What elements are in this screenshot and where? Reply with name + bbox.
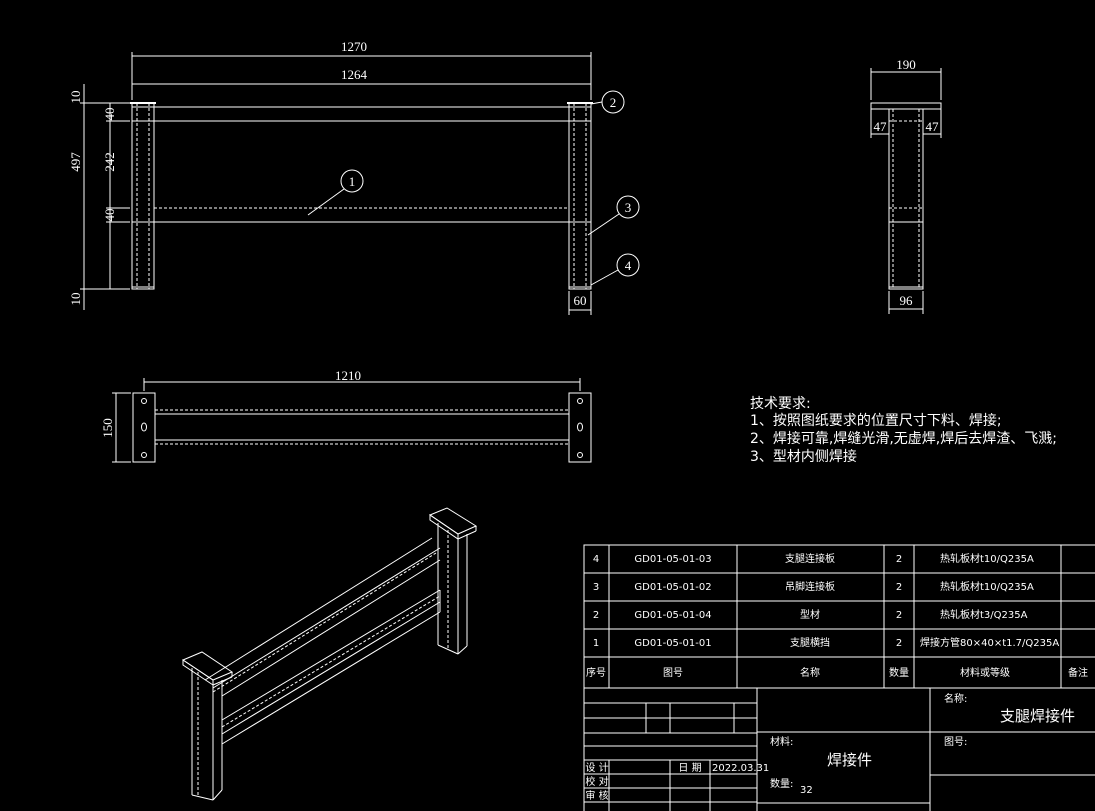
name-label: 名称:	[944, 692, 967, 705]
tech-item-1: 1、按照图纸要求的位置尺寸下料、焊接;	[750, 412, 1002, 429]
drawing-no-label: 图号:	[944, 736, 967, 748]
svg-text:图号: 图号	[663, 667, 683, 679]
design-label: 设 计	[585, 761, 608, 774]
svg-text:吊脚连接板: 吊脚连接板	[785, 580, 835, 593]
svg-text:4: 4	[625, 258, 632, 273]
svg-text:型材: 型材	[800, 608, 820, 621]
bom-row-2: 2 GD01-05-01-04 型材 2 热轧板材t3/Q235A	[593, 608, 1028, 621]
svg-text:材料或等级: 材料或等级	[960, 666, 1010, 679]
dim-top-span: 1210	[335, 368, 361, 383]
svg-text:4: 4	[593, 554, 599, 565]
date-label: 日 期	[678, 762, 701, 774]
balloon-2: 2	[590, 90, 625, 114]
svg-text:3: 3	[625, 200, 632, 215]
dim-lower-beam: 40	[102, 209, 117, 222]
svg-text:支腿连接板: 支腿连接板	[785, 552, 835, 565]
title-block: 名称: 支腿焊接件 材料: 焊接件 图号: 数量: 32 设 计 校 对 审 核…	[583, 687, 1095, 811]
bom-row-4: 4 GD01-05-01-03 支腿连接板 2 热轧板材t10/Q235A	[593, 552, 1034, 565]
dim-side-left-flange: 47	[874, 119, 888, 134]
tech-requirements: 技术要求: 1、按照图纸要求的位置尺寸下料、焊接; 2、焊接可靠,焊缝光滑,无虚…	[750, 396, 1057, 465]
dim-inner-length: 1264	[341, 67, 368, 82]
front-view: 1270 1264 10 40 242 40 10 497 60 1 2	[68, 39, 640, 315]
svg-text:GD01-05-01-04: GD01-05-01-04	[634, 610, 711, 621]
dim-bottom-gap: 10	[68, 293, 83, 306]
svg-text:GD01-05-01-01: GD01-05-01-01	[634, 638, 711, 649]
dim-side-right-flange: 47	[926, 119, 940, 134]
svg-text:序号: 序号	[586, 666, 606, 679]
svg-text:热轧板材t10/Q235A: 热轧板材t10/Q235A	[940, 552, 1034, 565]
balloon-3: 3	[587, 195, 640, 236]
review-label: 审 核	[585, 789, 608, 802]
material-value: 焊接件	[827, 751, 872, 769]
dim-total-height: 497	[68, 152, 83, 172]
svg-text:名称: 名称	[800, 666, 820, 679]
dim-side-width: 190	[896, 57, 916, 72]
bom-header: 序号 图号 名称 数量 材料或等级 备注	[586, 666, 1088, 679]
svg-text:热轧板材t10/Q235A: 热轧板材t10/Q235A	[940, 580, 1034, 593]
svg-text:支腿横挡: 支腿横挡	[790, 636, 830, 649]
svg-text:1: 1	[349, 174, 356, 189]
svg-text:2: 2	[896, 610, 902, 621]
tech-item-2: 2、焊接可靠,焊缝光滑,无虚焊,焊后去焊渣、飞溅;	[750, 430, 1057, 447]
side-view: 190 47 47 96	[870, 57, 942, 314]
svg-text:1: 1	[593, 638, 599, 649]
qty-value: 32	[800, 785, 813, 796]
tech-title: 技术要求:	[750, 396, 811, 412]
svg-text:2: 2	[896, 582, 902, 593]
bom-row-3: 3 GD01-05-01-02 吊脚连接板 2 热轧板材t10/Q235A	[593, 580, 1034, 593]
left-leg	[131, 102, 155, 290]
svg-text:2: 2	[593, 610, 599, 621]
svg-text:数量: 数量	[889, 666, 909, 679]
dim-top-beam: 40	[102, 108, 117, 121]
svg-text:GD01-05-01-02: GD01-05-01-02	[634, 582, 711, 593]
tech-item-3: 3、型材内侧焊接	[750, 448, 857, 465]
svg-text:2: 2	[896, 638, 902, 649]
isometric-view	[181, 507, 478, 801]
bom-table: 4 GD01-05-01-03 支腿连接板 2 热轧板材t10/Q235A 3 …	[583, 544, 1095, 689]
dim-overall-length: 1270	[341, 39, 367, 54]
dim-middle-gap: 242	[102, 152, 117, 172]
dim-side-depth: 96	[900, 293, 914, 308]
part-name: 支腿焊接件	[1000, 707, 1075, 725]
svg-text:3: 3	[593, 582, 599, 593]
balloon-1: 1	[307, 169, 364, 216]
balloon-4: 4	[590, 253, 640, 286]
svg-text:焊接方管80×40×t1.7/Q235A: 焊接方管80×40×t1.7/Q235A	[920, 636, 1059, 649]
right-leg	[568, 102, 592, 290]
date-value: 2022.03.31	[712, 763, 769, 774]
svg-text:热轧板材t3/Q235A: 热轧板材t3/Q235A	[940, 608, 1028, 621]
svg-text:备注: 备注	[1068, 666, 1088, 679]
check-label: 校 对	[585, 775, 608, 788]
svg-text:2: 2	[610, 95, 617, 110]
dim-top-gap: 10	[68, 91, 83, 104]
dim-top-depth: 150	[100, 418, 115, 438]
top-view: 1210 150	[100, 368, 592, 463]
svg-text:GD01-05-01-03: GD01-05-01-03	[634, 554, 711, 565]
bom-row-1: 1 GD01-05-01-01 支腿横挡 2 焊接方管80×40×t1.7/Q2…	[593, 636, 1060, 649]
material-label: 材料:	[770, 735, 793, 748]
svg-text:2: 2	[896, 554, 902, 565]
qty-label: 数量:	[770, 777, 793, 790]
dim-leg-width: 60	[574, 293, 587, 308]
